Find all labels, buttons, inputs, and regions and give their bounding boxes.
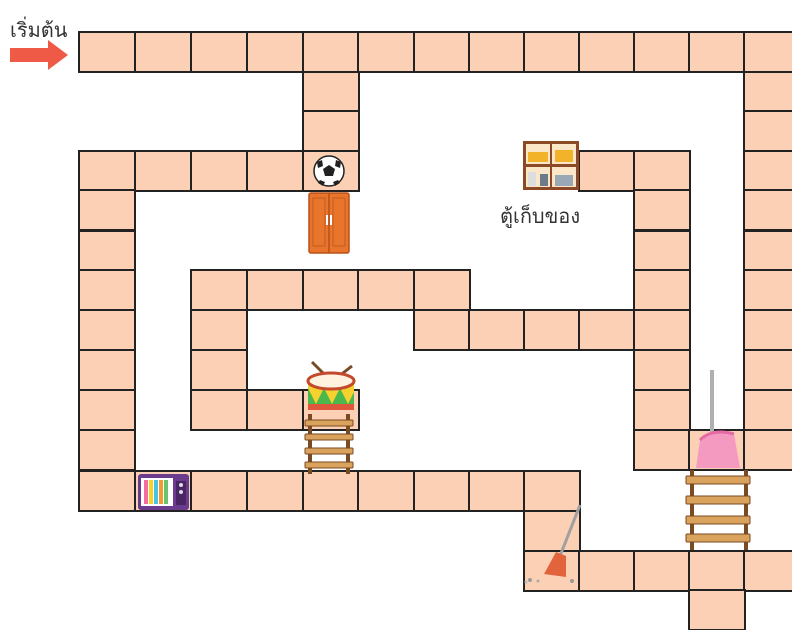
board-cell bbox=[414, 270, 470, 310]
board-cell bbox=[191, 32, 247, 72]
soccer-ball-icon bbox=[314, 156, 344, 186]
television-icon bbox=[138, 474, 189, 510]
board-cell bbox=[524, 32, 580, 72]
board-cell bbox=[744, 430, 792, 470]
board-cell bbox=[303, 111, 359, 151]
board-cell bbox=[247, 270, 303, 310]
ladder-icon bbox=[686, 470, 750, 550]
board-cell bbox=[135, 151, 191, 191]
board-cell bbox=[634, 551, 690, 591]
board-cell bbox=[79, 151, 135, 191]
board-cell bbox=[79, 310, 135, 350]
board-cell bbox=[744, 190, 792, 230]
board-cell bbox=[579, 551, 635, 591]
board-cell bbox=[191, 350, 247, 390]
board-cell bbox=[744, 390, 792, 430]
board-cell bbox=[689, 32, 745, 72]
board-cell bbox=[524, 310, 580, 350]
board-cell bbox=[414, 32, 470, 72]
ladder-icon bbox=[305, 414, 353, 474]
board-cell bbox=[191, 310, 247, 350]
board-cell bbox=[79, 32, 135, 72]
board-cell bbox=[689, 551, 745, 591]
board-cell bbox=[247, 390, 303, 430]
board-cell bbox=[303, 471, 359, 511]
board-cell bbox=[469, 471, 525, 511]
board-cell bbox=[247, 151, 303, 191]
board-cell bbox=[744, 32, 792, 72]
board-cell bbox=[303, 72, 359, 112]
board-cell bbox=[79, 270, 135, 310]
board-cell bbox=[358, 471, 414, 511]
board-cell bbox=[469, 310, 525, 350]
board-cell bbox=[191, 390, 247, 430]
board-cell bbox=[414, 310, 470, 350]
board-cell bbox=[135, 32, 191, 72]
cupboard-icon bbox=[523, 141, 579, 190]
board-cell bbox=[634, 151, 690, 191]
board-cell bbox=[79, 231, 135, 271]
board-cell bbox=[414, 471, 470, 511]
board-cell bbox=[79, 350, 135, 390]
board-cell bbox=[744, 270, 792, 310]
board-cell bbox=[744, 111, 792, 151]
wardrobe-icon bbox=[309, 193, 349, 253]
board-cell bbox=[191, 151, 247, 191]
board-cell bbox=[579, 310, 635, 350]
board-cell bbox=[247, 471, 303, 511]
board-cell bbox=[634, 190, 690, 230]
board-cell bbox=[634, 350, 690, 390]
board-cell bbox=[634, 231, 690, 271]
board-cell bbox=[303, 270, 359, 310]
board-cell bbox=[634, 310, 690, 350]
board-cell bbox=[469, 32, 525, 72]
board-cell bbox=[191, 270, 247, 310]
board-cell bbox=[744, 231, 792, 271]
board-cell bbox=[634, 390, 690, 430]
board-cell bbox=[79, 430, 135, 470]
board-cell bbox=[744, 151, 792, 191]
board-cell bbox=[744, 72, 792, 112]
drum-icon bbox=[308, 362, 354, 410]
board-cell bbox=[524, 511, 580, 551]
start-arrow-icon bbox=[10, 40, 68, 70]
board-cell bbox=[79, 190, 135, 230]
board-cell bbox=[247, 32, 303, 72]
board-cell bbox=[358, 270, 414, 310]
board-cell bbox=[524, 471, 580, 511]
board-cell bbox=[689, 590, 745, 630]
board-cell bbox=[634, 430, 690, 470]
dustpan-icon bbox=[696, 370, 740, 468]
board-cell bbox=[303, 32, 359, 72]
board-cell bbox=[579, 151, 635, 191]
board-cell bbox=[79, 390, 135, 430]
board-cell bbox=[191, 471, 247, 511]
board-cell bbox=[579, 32, 635, 72]
board-cell bbox=[634, 32, 690, 72]
board-cell bbox=[79, 471, 135, 511]
board-cell bbox=[634, 270, 690, 310]
board-cell bbox=[744, 350, 792, 390]
board-cell bbox=[744, 551, 792, 591]
board-cell bbox=[358, 32, 414, 72]
board-cell bbox=[744, 310, 792, 350]
